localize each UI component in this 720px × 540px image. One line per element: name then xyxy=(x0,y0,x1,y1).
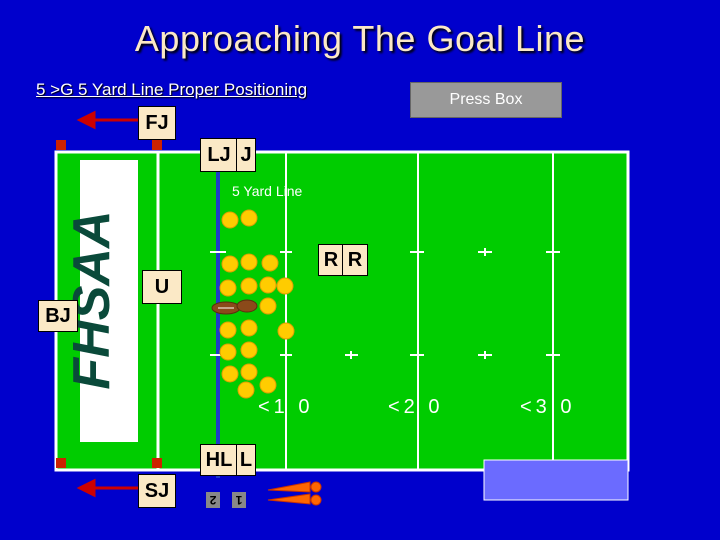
slide-title: Approaching The Goal Line xyxy=(134,18,586,59)
official-l: L xyxy=(236,444,256,476)
player xyxy=(259,376,277,394)
player xyxy=(221,211,239,229)
down-box-marker: 2 xyxy=(206,492,220,508)
yard-number-20: <2 0 xyxy=(388,396,444,418)
arrow-fj xyxy=(76,110,140,130)
press-box: Press Box xyxy=(410,82,562,118)
player xyxy=(240,319,258,337)
official-sj: SJ xyxy=(138,474,176,508)
slide-subtitle: 5 >G 5 Yard Line Proper Positioning xyxy=(36,80,308,99)
five-yard-line-label: 5 Yard Line xyxy=(232,183,303,199)
player xyxy=(240,209,258,227)
player xyxy=(276,277,294,295)
down-box-marker: 1 xyxy=(232,492,246,508)
player xyxy=(221,255,239,273)
player xyxy=(219,321,237,339)
chain-marker xyxy=(267,481,311,493)
yard-number-30: <3 0 xyxy=(520,396,576,418)
official-r: R xyxy=(318,244,344,276)
end-zone xyxy=(80,160,138,442)
pylon xyxy=(152,458,162,468)
pylon xyxy=(56,458,66,468)
official-j: J xyxy=(236,138,256,172)
pylon xyxy=(56,140,66,150)
chain-crew xyxy=(267,481,322,506)
official-lj: LJ xyxy=(200,138,238,172)
players xyxy=(219,209,295,399)
player xyxy=(259,276,277,294)
official-bj: BJ xyxy=(38,300,78,332)
chain-marker-end xyxy=(310,494,322,506)
official-r-alt: R xyxy=(342,244,368,276)
yard-number-10: <1 0 xyxy=(258,396,314,418)
chain-marker xyxy=(267,493,311,505)
pylon xyxy=(152,140,162,150)
player xyxy=(277,322,295,340)
field xyxy=(54,150,630,472)
official-hl: HL xyxy=(200,444,238,476)
team-area-box xyxy=(483,459,629,501)
player xyxy=(240,277,258,295)
player xyxy=(219,343,237,361)
arrow-sj xyxy=(76,478,140,498)
football xyxy=(236,299,258,313)
player xyxy=(221,365,239,383)
official-u: U xyxy=(142,270,182,304)
official-fj: FJ xyxy=(138,106,176,140)
player xyxy=(219,279,237,297)
player xyxy=(261,254,279,272)
player xyxy=(240,363,258,381)
chain-marker-end xyxy=(310,481,322,493)
player xyxy=(240,341,258,359)
player xyxy=(237,381,255,399)
player xyxy=(240,253,258,271)
player xyxy=(259,297,277,315)
